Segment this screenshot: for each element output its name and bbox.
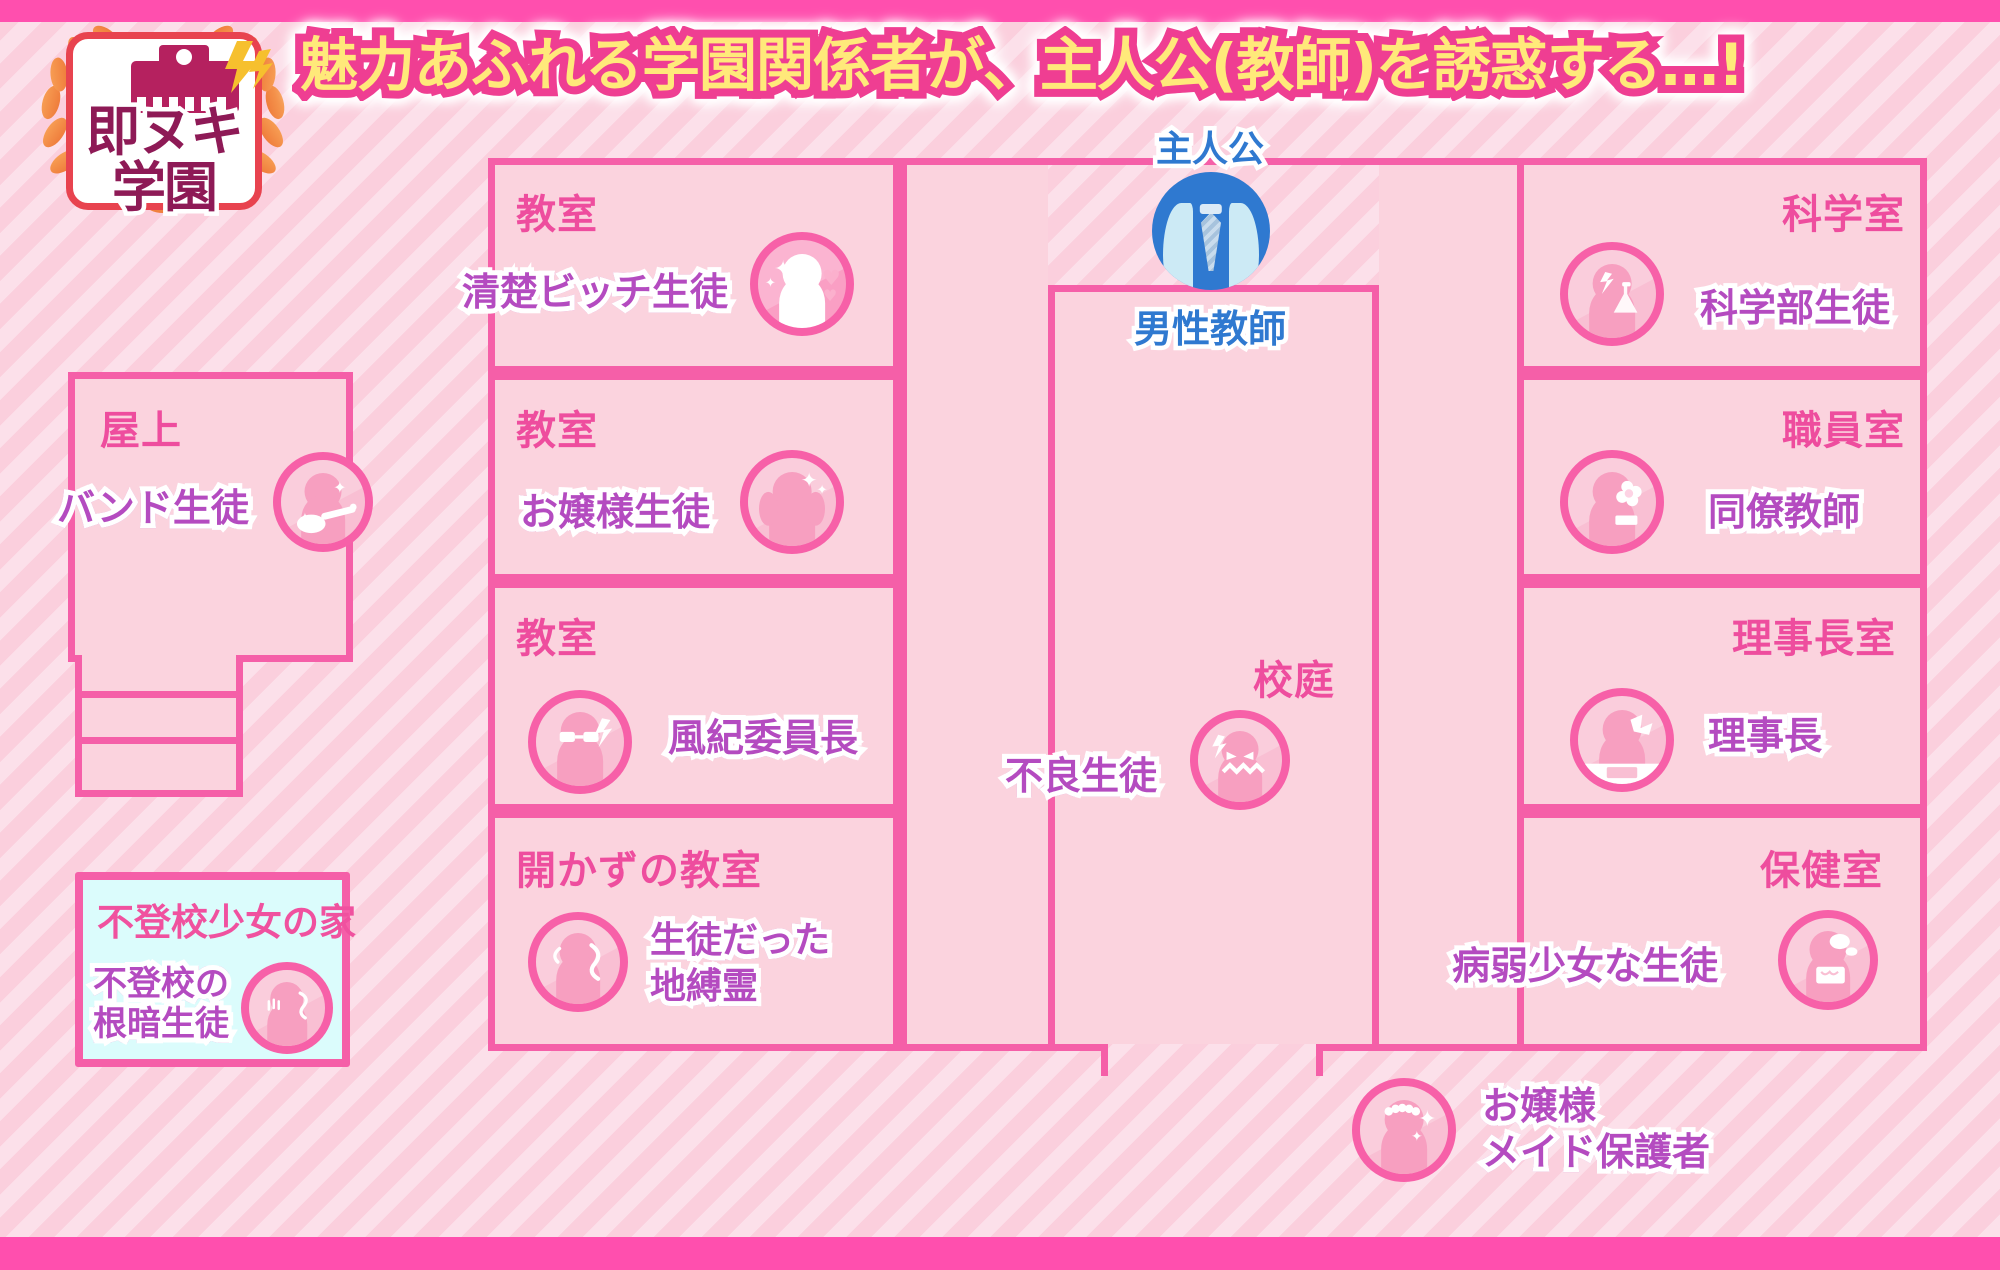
badge-core: 即ヌキ 学園 (66, 32, 273, 224)
necktie-teacher-avatar-icon[interactable] (1152, 172, 1270, 290)
sickly-girl-student-avatar-icon[interactable] (1778, 910, 1878, 1010)
room-sealed-classroom-label: 開かずの教室 (516, 848, 762, 894)
character-sickly-student-name: 病弱少女な生徒 (1447, 940, 1723, 991)
delinquent-student-avatar-icon[interactable] (1190, 710, 1290, 810)
character-truant-student-name-line2: 根暗生徒 (88, 1001, 234, 1047)
room-science-lab-label: 科学室 (1782, 192, 1905, 238)
flower-colleague-teacher-avatar-icon[interactable] (1560, 450, 1664, 554)
stairs-icon (75, 655, 243, 797)
gate-post-left (1101, 1026, 1108, 1076)
room-courtyard-label: 校庭 (1253, 658, 1335, 704)
character-science-club-student-name: 科学部生徒 (1695, 282, 1895, 333)
twintail-lady-student-avatar-icon[interactable]: ✦ ✦ (740, 450, 844, 554)
flask-science-student-avatar-icon[interactable] (1560, 242, 1664, 346)
shy-student-avatar-icon[interactable] (241, 962, 333, 1054)
hero-subtitle: 男性教師 (1129, 303, 1290, 356)
room-chairman-office-label: 理事長室 (1732, 616, 1896, 662)
room-staff-office-label: 職員室 (1782, 408, 1905, 454)
maid-guardian-avatar-icon[interactable]: ✦ ✦ (1352, 1078, 1456, 1182)
room-truant-girl-house-label: 不登校少女の家 (97, 901, 356, 944)
top-frame-bar (0, 0, 2000, 22)
room-classroom-2-label: 教室 (516, 408, 598, 454)
ribbon-chairman-avatar-icon[interactable] (1570, 688, 1674, 792)
character-rich-lady-student-name: お嬢様生徒 (515, 486, 715, 537)
bottom-frame-bar (0, 1237, 2000, 1270)
guitar-student-avatar-icon[interactable]: ✦ ✦ (273, 452, 373, 552)
sparkle-heart-student-avatar-icon[interactable]: ✦ ✦ ♥ ♥ (750, 232, 854, 336)
clock-icon (176, 49, 192, 65)
room-chairman-office[interactable] (1517, 581, 1927, 811)
corridor-right-fill (1379, 165, 1517, 1044)
hero-title: 主人公 (1151, 125, 1268, 175)
courtyard-fill (1055, 292, 1372, 1044)
corridor-top-wall (907, 158, 1517, 165)
courtyard-wall-right (1372, 285, 1379, 1051)
room-classroom-3-label: 教室 (516, 616, 598, 662)
page-title: 魅力あふれる学園関係者が、主人公(教師)を誘惑する…! (292, 23, 1752, 107)
character-colleague-teacher-name: 同僚教師 (1703, 486, 1865, 537)
character-pure-bitch-student-name: 清楚ビッチ生徒 (457, 266, 733, 317)
courtyard-wall-left (1048, 285, 1055, 1051)
character-ghost-student-name-line2: 地縛霊 (645, 962, 763, 1011)
game-logo-badge: 即ヌキ 学園 (28, 20, 298, 224)
bottom-wall-left (488, 1044, 1108, 1051)
room-classroom-2[interactable] (488, 373, 900, 581)
corridor-wall-left (900, 158, 907, 1051)
room-rooftop-label: 屋上 (100, 408, 182, 454)
character-truant-student-name-line1: 不登校の (88, 961, 234, 1007)
corridor-left-fill (907, 165, 1048, 1044)
character-chairman-name: 理事長 (1703, 710, 1827, 761)
gate-post-right (1316, 1026, 1323, 1076)
lightning-bolt-icon (225, 41, 273, 93)
logo-line2: 学園 (108, 152, 223, 224)
glasses-prefect-avatar-icon[interactable] (528, 690, 632, 794)
room-infirmary-label: 保健室 (1760, 848, 1883, 894)
character-maid-guardian-name-line2: メイド保護者 (1477, 1126, 1715, 1177)
room-truant-girl-house[interactable]: 不登校少女の家 不登校の 根暗生徒 (75, 872, 356, 1067)
character-band-student-name: バンド生徒 (52, 482, 254, 533)
room-classroom-1-label: 教室 (516, 192, 598, 238)
school-building-icon (131, 61, 239, 113)
character-delinquent-student-name: 不良生徒 (1000, 750, 1162, 801)
ghost-student-avatar-icon[interactable] (528, 912, 628, 1012)
character-discipline-chief-name: 風紀委員長 (663, 712, 863, 763)
logo-line1: 即ヌキ (82, 96, 249, 168)
character-maid-guardian-name-line1: お嬢様 (1477, 1080, 1601, 1131)
character-ghost-student-name-line1: 生徒だった (645, 916, 835, 965)
